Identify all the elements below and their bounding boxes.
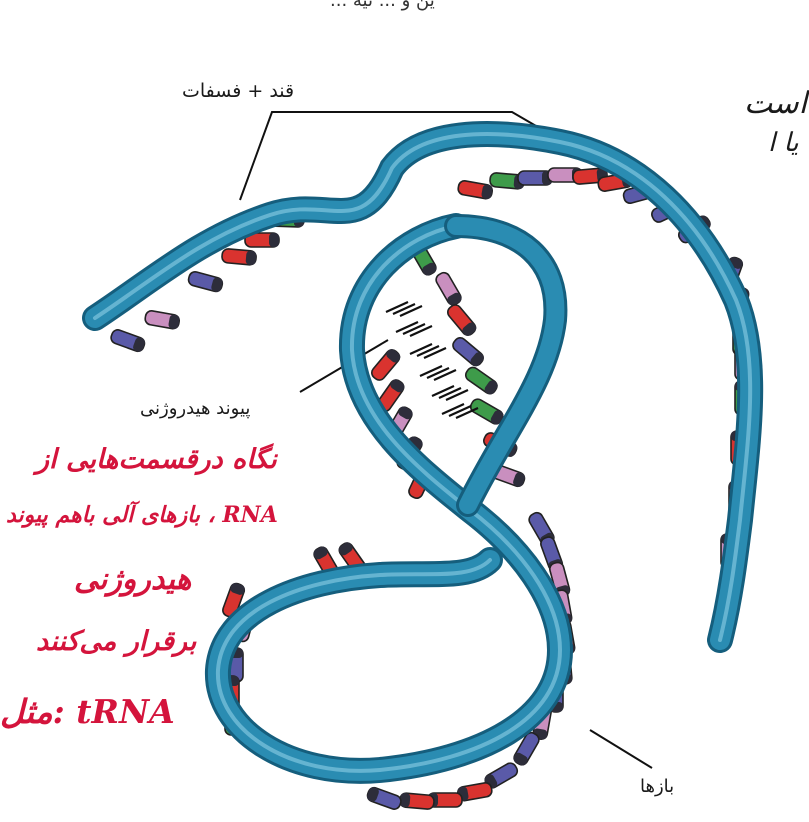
- handwritten-note-line-2: RNA ، بازهای آلی باهم پیوند: [6, 502, 278, 528]
- hydrogen-bond-line: [442, 404, 464, 414]
- hydrogen-bond-line: [424, 348, 446, 358]
- hydrogen-bond-line: [434, 370, 456, 380]
- sugar-phosphate-label: قند + فسفات: [182, 80, 294, 102]
- hydrogen-bond-line: [393, 304, 415, 314]
- top-partial-text: ین و ... نیه ...: [330, 0, 435, 11]
- base-peg: [469, 397, 505, 426]
- base-peg: [518, 171, 552, 185]
- bases-leader: [590, 730, 652, 768]
- base-peg: [445, 303, 478, 338]
- base-peg: [457, 180, 493, 200]
- bases-label: بازها: [640, 776, 674, 797]
- hydrogen-bond-line: [417, 346, 439, 356]
- hydrogen-bond-line: [420, 366, 442, 376]
- hydrogen-bond-line: [449, 406, 471, 416]
- base-peg: [366, 786, 403, 811]
- base-peg: [434, 271, 463, 307]
- hydrogen-bond-line: [432, 386, 454, 396]
- right-margin-note-2: یا ا: [768, 128, 799, 158]
- hydrogen-bond-label: پیوند هیدروژنی: [140, 398, 250, 419]
- hydrogen-bond-line: [427, 368, 449, 378]
- handwritten-note-line-3: هیدروژنی: [74, 562, 191, 597]
- handwritten-note-line-4: برقرار می‌کنند: [36, 626, 196, 657]
- base-peg: [399, 793, 434, 810]
- handwritten-note-line-1: نگاه درقسمت‌هایی از: [36, 444, 277, 475]
- hydrogen-bond-line: [400, 306, 422, 316]
- hydrogen-bond-line: [410, 344, 432, 354]
- base-peg: [187, 270, 223, 292]
- base-peg: [222, 248, 257, 265]
- base-peg: [109, 328, 146, 353]
- base-peg: [463, 365, 499, 396]
- base-peg: [451, 335, 486, 368]
- hydrogen-bond-line: [446, 390, 468, 400]
- base-peg: [144, 310, 180, 330]
- hydrogen-bond-line: [403, 324, 425, 334]
- right-margin-note-1: است: [744, 86, 807, 121]
- handwritten-note-line-5: مثل: tRNA: [0, 692, 175, 731]
- hydrogen-bond-line: [439, 388, 461, 398]
- hydrogen-bond-line: [386, 302, 408, 312]
- hydrogen-bond-line: [396, 322, 418, 332]
- base-peg: [369, 347, 402, 382]
- hydrogen-bond-line: [410, 326, 432, 336]
